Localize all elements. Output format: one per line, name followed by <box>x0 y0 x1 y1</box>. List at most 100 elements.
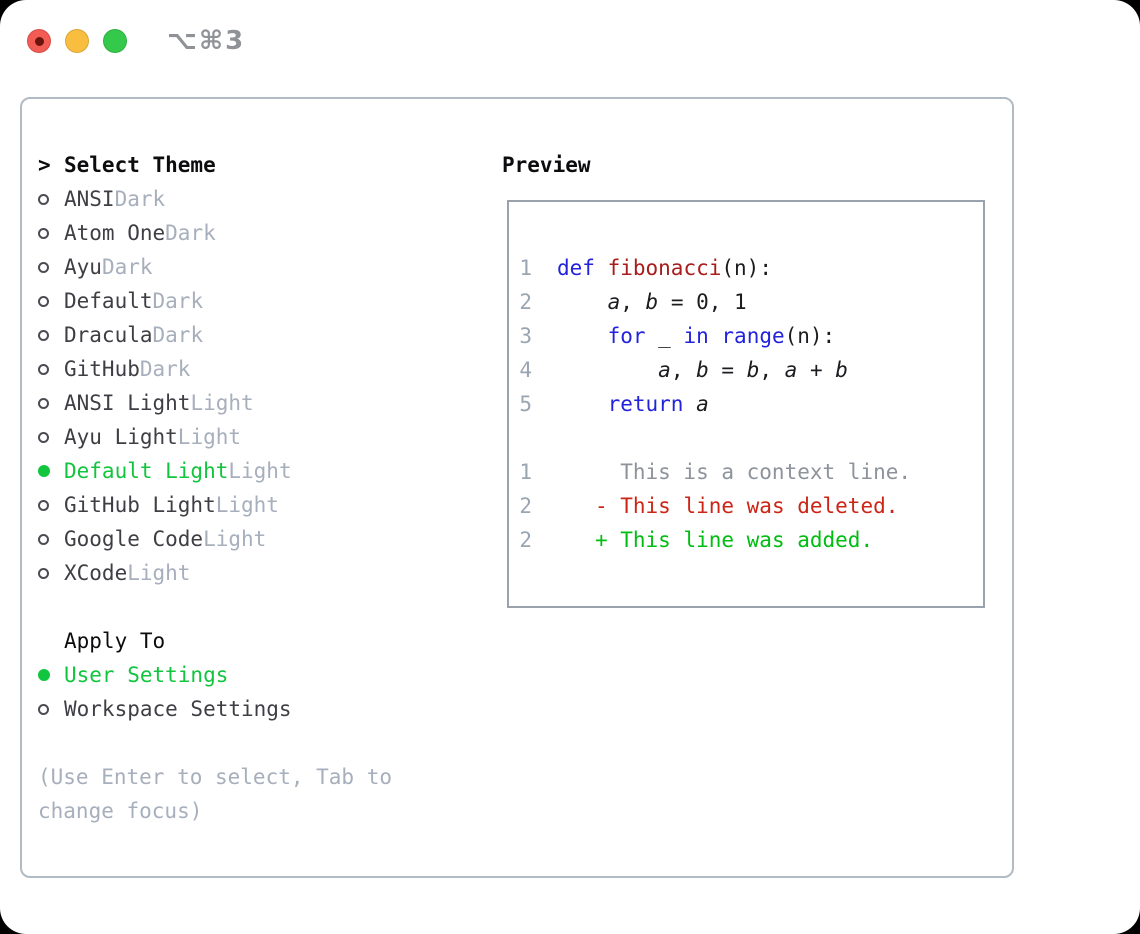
token-keyword: in <box>683 324 709 348</box>
token-keyword: for <box>607 324 646 348</box>
line-number: 2 <box>519 494 532 518</box>
theme-item-ansi-light[interactable]: ANSI Light Light <box>38 386 438 420</box>
token-var: a <box>607 290 621 314</box>
theme-name: ANSI <box>64 187 115 211</box>
token-plain <box>557 324 608 348</box>
titlebar: ⌥⌘3 <box>27 26 245 56</box>
token-plain <box>709 324 722 348</box>
theme-variant: Light <box>215 493 279 517</box>
token-keyword: range <box>721 324 785 348</box>
token-plain: = 0, 1 <box>658 290 747 314</box>
radio-icon <box>38 397 64 409</box>
token-var: b <box>746 358 760 382</box>
diff-line: 1 This is a context line. <box>518 455 983 489</box>
theme-item-default-light[interactable]: Default Light Light <box>38 454 438 488</box>
code-line: 2 a, b = 0, 1 <box>518 285 983 319</box>
theme-item-ayu[interactable]: Ayu Dark <box>38 250 438 284</box>
theme-name: Ayu Light <box>64 425 178 449</box>
apply-option-label: User Settings <box>64 663 229 687</box>
radio-icon <box>38 261 64 273</box>
token-plain <box>595 256 608 280</box>
theme-item-atom-one[interactable]: Atom One Dark <box>38 216 438 250</box>
diff-sample: 1 This is a context line. 2 - This line w… <box>518 455 983 557</box>
token-plain: , <box>670 358 697 382</box>
theme-item-xcode[interactable]: XCode Light <box>38 556 438 590</box>
theme-name: Atom One <box>64 221 166 245</box>
theme-variant: Dark <box>152 323 204 347</box>
token-keyword: return <box>607 392 684 416</box>
radio-icon <box>38 703 64 715</box>
theme-name: ANSI Light <box>64 391 191 415</box>
token-plain <box>557 358 658 382</box>
token-plain: (n): <box>784 324 836 348</box>
minimize-button[interactable] <box>65 29 89 53</box>
token-plain <box>557 494 595 518</box>
radio-selected-icon <box>38 465 64 477</box>
theme-item-dracula[interactable]: Dracula Dark <box>38 318 438 352</box>
theme-item-github-light[interactable]: GitHub Light Light <box>38 488 438 522</box>
token-plain: = <box>708 358 747 382</box>
radio-selected-icon <box>38 669 64 681</box>
cursor-icon: > <box>38 153 51 177</box>
line-number: 2 <box>519 290 532 314</box>
theme-variant: Light <box>190 391 254 415</box>
theme-item-ansi[interactable]: ANSI Dark <box>38 182 438 216</box>
zoom-button[interactable] <box>103 29 127 53</box>
line-number: 3 <box>519 324 532 348</box>
select-theme-header-row: > Select Theme <box>38 148 438 182</box>
token-plain <box>557 290 608 314</box>
token-plain: + <box>797 358 836 382</box>
token-plain: (n): <box>721 256 772 280</box>
theme-name: GitHub Light <box>64 493 216 517</box>
line-number: 1 <box>519 460 532 484</box>
close-dot-icon <box>34 36 44 46</box>
apply-option-workspace-settings[interactable]: Workspace Settings <box>38 692 438 726</box>
apply-option-label: Workspace Settings <box>64 697 292 721</box>
token-context: This is a context line. <box>557 460 912 484</box>
theme-name: Default Light <box>64 459 229 483</box>
theme-name: XCode <box>64 561 128 585</box>
theme-variant: Dark <box>152 289 204 313</box>
theme-variant: Dark <box>165 221 216 245</box>
token-var: a <box>658 358 671 382</box>
token-var: a <box>696 392 709 416</box>
theme-variant: Light <box>177 425 242 449</box>
theme-variant: Light <box>127 561 191 585</box>
apply-to-header-row: Apply To <box>38 624 438 658</box>
line-number: 5 <box>519 392 532 416</box>
token-added: + This line was added. <box>594 528 874 552</box>
theme-variant: Dark <box>139 357 191 381</box>
token-var: b <box>645 290 659 314</box>
theme-item-github[interactable]: GitHub Dark <box>38 352 438 386</box>
diff-line: 2 + This line was added. <box>518 523 983 557</box>
theme-item-ayu-light[interactable]: Ayu Light Light <box>38 420 438 454</box>
apply-option-user-settings[interactable]: User Settings <box>38 658 438 692</box>
token-deleted: - This line was deleted. <box>594 494 899 518</box>
list-gap <box>38 590 438 624</box>
theme-item-google-code[interactable]: Google Code Light <box>38 522 438 556</box>
token-plain: , <box>620 290 646 314</box>
select-theme-title: Select Theme <box>64 153 216 177</box>
radio-icon <box>38 227 64 239</box>
preview-title: Preview <box>502 153 591 177</box>
token-keyword: def <box>557 256 595 280</box>
apply-to-title: Apply To <box>64 629 166 653</box>
code-line: 5 return a <box>518 387 983 421</box>
theme-item-default[interactable]: Default Dark <box>38 284 438 318</box>
radio-icon <box>38 329 64 341</box>
token-var: a <box>784 358 798 382</box>
line-number: 1 <box>519 256 532 280</box>
window-title: ⌥⌘3 <box>167 26 246 56</box>
close-button[interactable] <box>27 29 51 53</box>
token-plain: _ <box>645 324 684 348</box>
radio-icon <box>38 193 64 205</box>
help-text: (Use Enter to select, Tab to change focu… <box>38 765 393 823</box>
theme-name: Ayu <box>64 255 102 279</box>
theme-name: Dracula <box>64 323 153 347</box>
